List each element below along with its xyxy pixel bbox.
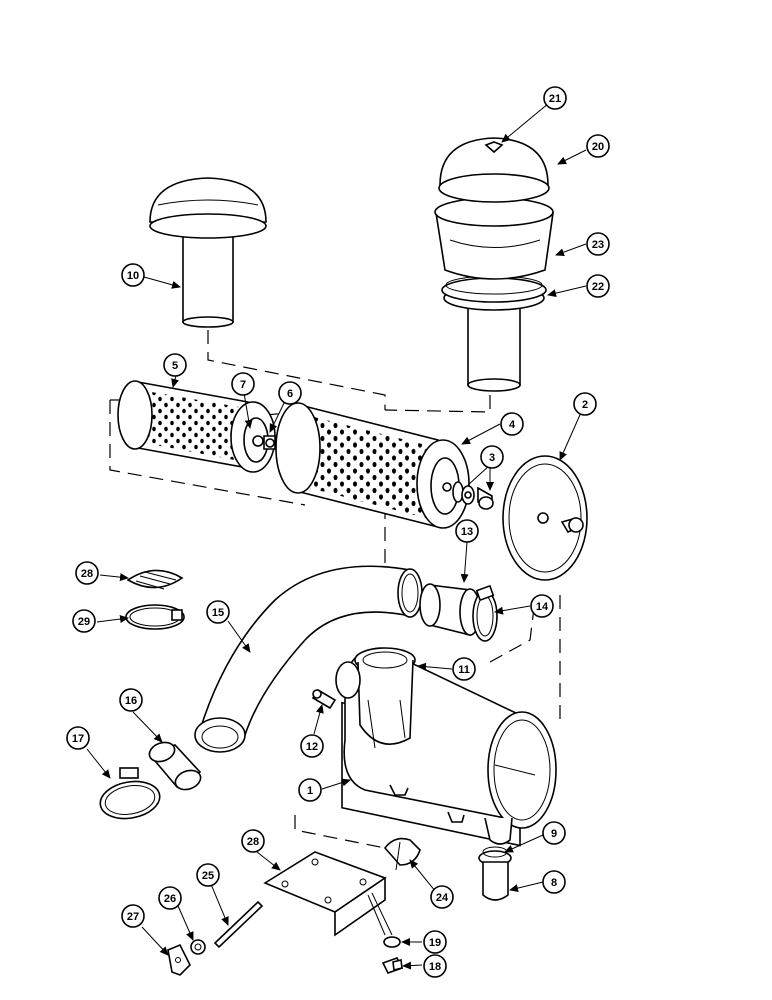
callout-24: 24 <box>430 885 454 909</box>
svg-text:3: 3 <box>489 452 495 464</box>
callout-1: 1 <box>298 778 322 802</box>
callout-6: 6 <box>278 381 302 405</box>
svg-text:7: 7 <box>240 379 246 391</box>
dust-evacuator-valve <box>478 846 512 901</box>
mounting-knob <box>383 837 421 871</box>
air-cleaner-body <box>335 647 557 847</box>
callout-26: 26 <box>158 886 182 910</box>
lock-washer <box>383 936 401 948</box>
svg-text:5: 5 <box>172 360 178 372</box>
svg-text:12: 12 <box>306 741 318 753</box>
callout-17: 17 <box>66 726 90 750</box>
small-hose-clamp <box>125 604 185 630</box>
svg-text:22: 22 <box>592 281 604 293</box>
svg-text:21: 21 <box>549 93 561 105</box>
callout-21: 21 <box>543 86 567 110</box>
callout-9: 9 <box>542 821 566 845</box>
mounting-stud <box>213 900 264 949</box>
callout-28-cap: 28 <box>75 561 99 585</box>
svg-text:26: 26 <box>164 893 176 905</box>
dust-cap <box>126 569 184 590</box>
callout-20: 20 <box>586 134 610 158</box>
svg-text:25: 25 <box>202 870 214 882</box>
spring-clip <box>167 943 191 976</box>
callout-25: 25 <box>196 863 220 887</box>
air-intake-hose <box>194 565 423 753</box>
large-hose-clamp <box>99 767 161 820</box>
callout-8: 8 <box>542 870 566 894</box>
mounting-bracket <box>263 851 393 937</box>
svg-text:28: 28 <box>81 568 93 580</box>
svg-text:4: 4 <box>509 419 516 431</box>
callout-23: 23 <box>586 232 610 256</box>
svg-text:2: 2 <box>582 399 588 411</box>
svg-text:9: 9 <box>551 828 557 840</box>
svg-text:24: 24 <box>436 892 449 904</box>
restriction-indicator-switch <box>311 688 337 710</box>
callout-27: 27 <box>121 904 145 928</box>
svg-text:6: 6 <box>287 388 293 400</box>
svg-text:10: 10 <box>127 270 139 282</box>
callout-5: 5 <box>163 353 187 377</box>
svg-text:14: 14 <box>536 601 549 613</box>
callout-2: 2 <box>573 392 597 416</box>
callout-29: 29 <box>72 609 96 633</box>
svg-text:20: 20 <box>592 141 604 153</box>
svg-text:23: 23 <box>592 239 604 251</box>
callout-22: 22 <box>586 274 610 298</box>
callout-11: 11 <box>452 657 476 681</box>
hex-bolt <box>381 957 404 974</box>
callout-28-bracket: 28 <box>241 829 265 853</box>
svg-text:18: 18 <box>429 961 441 973</box>
primary-filter-element <box>275 402 470 529</box>
callout-10: 10 <box>121 263 145 287</box>
wing-nut-and-washers <box>452 481 494 510</box>
safety-filter-element <box>117 380 276 473</box>
callout-12: 12 <box>300 734 324 758</box>
stud-washer <box>190 939 206 955</box>
svg-text:29: 29 <box>78 616 90 628</box>
callout-19: 19 <box>423 930 447 954</box>
callout-13: 13 <box>455 519 479 543</box>
callout-4: 4 <box>500 412 524 436</box>
callout-14: 14 <box>530 594 554 618</box>
svg-text:15: 15 <box>212 607 224 619</box>
svg-text:13: 13 <box>461 526 473 538</box>
svg-text:16: 16 <box>125 695 137 707</box>
callout-18: 18 <box>423 954 447 978</box>
svg-text:8: 8 <box>551 877 557 889</box>
svg-text:17: 17 <box>72 733 84 745</box>
callout-15: 15 <box>206 600 230 624</box>
svg-text:11: 11 <box>458 664 470 676</box>
svg-text:28: 28 <box>247 836 259 848</box>
callout-7: 7 <box>231 372 255 396</box>
end-cover <box>502 455 588 581</box>
callout-16: 16 <box>119 688 143 712</box>
hose-connector <box>419 583 498 642</box>
callout-3: 3 <box>480 445 504 469</box>
oil-bath-precleaner <box>434 137 554 392</box>
svg-text:19: 19 <box>429 937 441 949</box>
hose-sleeve <box>148 741 202 791</box>
svg-text:27: 27 <box>127 911 139 923</box>
svg-text:1: 1 <box>307 785 313 797</box>
pre-cleaner-cap <box>149 177 267 328</box>
